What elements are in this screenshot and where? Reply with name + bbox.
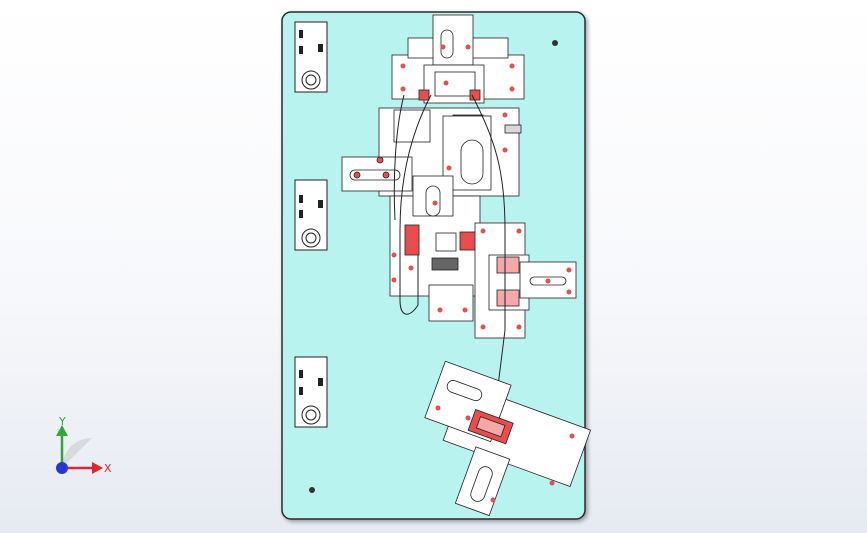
side-clamp-bottom[interactable] <box>294 356 328 428</box>
middle-fixture-assembly[interactable] <box>389 175 481 322</box>
bottom-fixture-assembly[interactable] <box>401 360 596 533</box>
x-axis-label: X <box>104 462 112 475</box>
origin-marker <box>56 462 68 474</box>
x-axis-arrow-head <box>92 462 103 474</box>
right-toggle-red-bolts <box>480 228 572 330</box>
y-axis-label: Y <box>58 415 66 428</box>
side-clamp-middle[interactable] <box>294 179 328 251</box>
bottom-fixture-red-bolts <box>435 405 575 503</box>
top-fixture-red-bolts <box>400 44 515 171</box>
left-toggle-clamp[interactable] <box>341 156 413 192</box>
side-clamp-top[interactable] <box>294 21 328 93</box>
right-toggle-clamp[interactable] <box>474 222 577 339</box>
top-fixture-assembly[interactable] <box>378 14 525 197</box>
coordinate-triad: Y X <box>56 415 112 475</box>
cable-harness <box>393 94 506 429</box>
plate-hole-top-right <box>552 40 558 46</box>
plate-hole-bottom-left <box>309 487 315 493</box>
middle-fixture-red-bolts <box>391 200 468 313</box>
y-axis-arrow-head <box>56 425 68 436</box>
